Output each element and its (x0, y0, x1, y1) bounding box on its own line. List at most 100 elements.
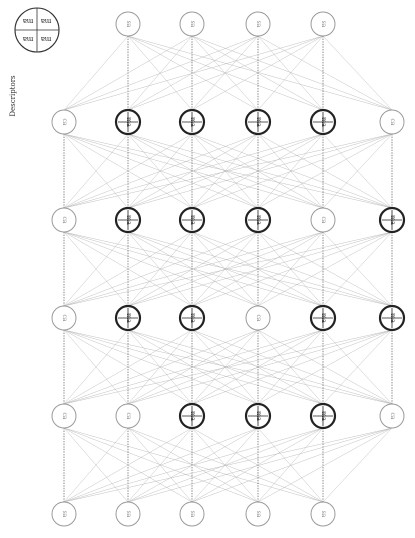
edge-r2-5-r3-3 (257, 133, 393, 209)
node-row3-col2: ɐɯ (114, 206, 142, 234)
edge-r1-3-r2-0 (63, 35, 324, 111)
edge-r1-3-r2-5 (322, 35, 393, 111)
node-circle (115, 501, 141, 527)
edge-r5-4-r6-2 (191, 427, 324, 503)
edge-r5-4-r6-0 (63, 427, 324, 503)
edge-r3-4-r4-1 (127, 231, 324, 307)
node-circle (115, 403, 141, 429)
edge-r2-4-r3-1 (127, 133, 324, 209)
edge-r4-2-r5-0 (63, 329, 193, 405)
node-circle (379, 403, 405, 429)
edge-r5-5-r6-3 (257, 427, 393, 503)
edge-r2-4-r3-3 (257, 133, 324, 209)
edge-r1-3-r2-2 (191, 35, 324, 111)
node-layer: ɐs ɐs ɐs ɐs ɐɔ ɐɯ ɐɯ ɐɯ ɐɯ ɐɔ ɐɔ ɐɯ ɐɯ ɐɯ ɐɔ ɐɯ ɐɔ ɐɯ ɐɯ ɐɔ… (51, 11, 406, 527)
descriptors-label: Descriptors (9, 75, 17, 117)
node-label: ɐɯ (255, 411, 263, 421)
node-label: ɐɔ (62, 216, 69, 224)
edge-r2-2-r3-1 (127, 133, 193, 209)
node-row4-col6: ɐɯ (378, 304, 406, 332)
node-label: ɐɯ (389, 215, 397, 225)
node-row5-col5: ɐɯ (309, 402, 337, 430)
edge-r5-4-r6-3 (257, 427, 324, 503)
node-label: ɐɔ (390, 412, 397, 420)
node-label: ɐɯ (189, 117, 197, 127)
edge-r5-5-r6-1 (127, 427, 393, 503)
edge-r4-4-r5-1 (127, 329, 324, 405)
node-row1-col1: ɐs (115, 11, 141, 37)
node-circle (310, 207, 336, 233)
node-row2-col1: ɐɔ (51, 109, 77, 135)
node-circle (51, 109, 77, 135)
node-row2-col4: ɐɯ (244, 108, 272, 136)
edge-r2-4-r3-2 (191, 133, 324, 209)
edge-r3-5-r4-0 (63, 231, 393, 307)
node-row5-col4: ɐɯ (244, 402, 272, 430)
node-label: ɐɯ (189, 215, 197, 225)
node-label: ɐɯ (389, 313, 397, 323)
edge-r1-0-r2-0 (63, 35, 129, 111)
node-label: ɐɯ (189, 313, 197, 323)
node-label: ɐs (256, 511, 263, 518)
node-row3-col1: ɐɔ (51, 207, 77, 233)
edge-r3-2-r4-0 (63, 231, 193, 307)
edge-r2-5-r3-1 (127, 133, 393, 209)
edge-r5-5-r6-0 (63, 427, 393, 503)
node-row4-col4: ɐɔ (245, 305, 271, 331)
node-label: ɐs (126, 511, 133, 518)
node-label: ɐɯ (320, 313, 328, 323)
node-label: ɐɔ (62, 118, 69, 126)
edge-r3-5-r4-2 (191, 231, 393, 307)
node-label: ɐɯ (255, 215, 263, 225)
node-label: ɐɔ (62, 314, 69, 322)
edge-r4-4-r5-2 (191, 329, 324, 405)
node-row2-col5: ɐɯ (309, 108, 337, 136)
node-circle (379, 109, 405, 135)
edge-r4-4-r5-3 (257, 329, 324, 405)
node-row6-col4: ɐs (245, 501, 271, 527)
node-row1-col4: ɐs (310, 11, 336, 37)
edge-r2-5-r3-4 (322, 133, 393, 209)
node-label: ɐɯ (125, 313, 133, 323)
node-row4-col2: ɐɯ (114, 304, 142, 332)
edge-r5-2-r6-0 (63, 427, 193, 503)
node-row6-col5: ɐs (310, 501, 336, 527)
edge-r1-1-r2-1 (127, 35, 193, 111)
edge-r3-2-r4-1 (127, 231, 193, 307)
edge-r2-4-r3-0 (63, 133, 324, 209)
node-row2-col6: ɐɔ (379, 109, 405, 135)
node-row5-col3: ɐɯ (178, 402, 206, 430)
node-label: ɐɔ (390, 118, 397, 126)
legend-quadrant-label-4: ɐɯ (41, 35, 52, 43)
node-circle (51, 501, 77, 527)
node-label: ɐɯ (320, 411, 328, 421)
edge-r1-2-r2-0 (63, 35, 259, 111)
edge-r3-3-r4-0 (63, 231, 259, 307)
edge-r4-5-r5-3 (257, 329, 393, 405)
edge-r4-5-r5-2 (191, 329, 393, 405)
edge-r5-5-r6-4 (322, 427, 393, 503)
node-label: ɐɯ (125, 215, 133, 225)
edge-r1-3-r2-1 (127, 35, 324, 111)
edge-r1-1-r2-0 (63, 35, 193, 111)
edge-r5-2-r6-1 (127, 427, 193, 503)
edge-r3-5-r4-1 (127, 231, 393, 307)
edge-r5-4-r6-1 (127, 427, 324, 503)
node-row3-col6: ɐɯ (378, 206, 406, 234)
node-circle (245, 11, 271, 37)
legend-quadrant-label-3: ɐɯ (23, 35, 34, 43)
edge-r4-5-r5-1 (127, 329, 393, 405)
node-row2-col2: ɐɯ (114, 108, 142, 136)
node-row1-col2: ɐs (179, 11, 205, 37)
edge-r5-3-r6-0 (63, 427, 259, 503)
node-circle (310, 11, 336, 37)
node-circle (245, 305, 271, 331)
edge-r4-5-r5-4 (322, 329, 393, 405)
node-label: ɐs (126, 21, 133, 28)
node-row4-col1: ɐɔ (51, 305, 77, 331)
edge-r4-2-r5-1 (127, 329, 193, 405)
node-label: ɐs (321, 511, 328, 518)
node-row6-col2: ɐs (115, 501, 141, 527)
